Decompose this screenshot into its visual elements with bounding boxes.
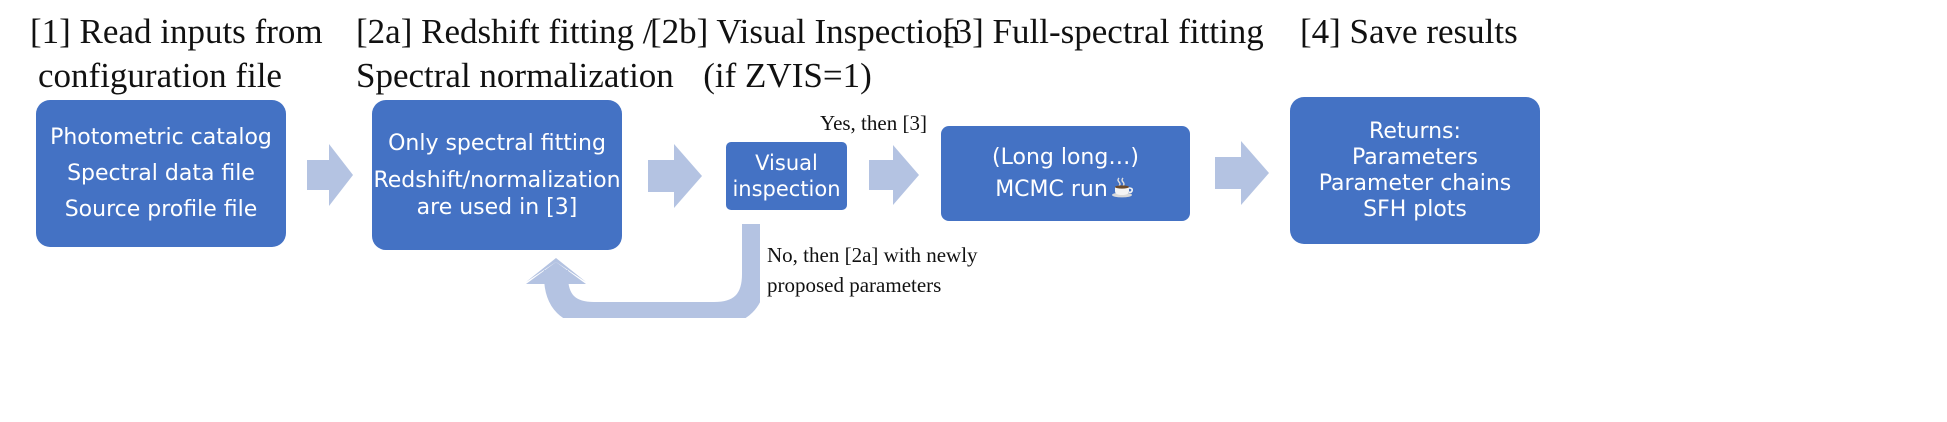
arrow-1-to-2a-icon xyxy=(307,144,353,206)
step-3-box-line-2: MCMC run xyxy=(995,174,1136,206)
step-3-box-line-1: (Long long…) xyxy=(992,144,1139,170)
step-2b-box-line-2: inspection xyxy=(732,177,841,201)
step-4-box-line-2: Parameters xyxy=(1352,144,1478,170)
arrow-2b-to-3-icon xyxy=(869,145,919,205)
step-4-box: Returns: Parameters Parameter chains SFH… xyxy=(1290,97,1540,244)
step-1-box: Photometric catalog Spectral data file S… xyxy=(36,100,286,247)
mcmc-run-label: MCMC run xyxy=(995,176,1108,202)
no-note-line-2: proposed parameters xyxy=(767,273,942,297)
feedback-arrow-2b-to-2a-icon xyxy=(526,224,760,318)
step-2a-heading: [2a] Redshift fitting / Spectral normali… xyxy=(356,10,674,98)
arrow-2a-to-2b-icon xyxy=(648,144,702,208)
step-4-box-line-1: Returns: xyxy=(1369,118,1461,144)
step-2a-box: Only spectral fitting Redshift/normaliza… xyxy=(372,100,622,250)
step-1-box-line-1: Photometric catalog xyxy=(50,124,272,150)
step-3-box: (Long long…) MCMC run xyxy=(941,126,1190,221)
no-note: No, then [2a] with newly proposed parame… xyxy=(767,240,978,300)
step-2a-box-line-3: are used in [3] xyxy=(416,194,578,220)
step-2a-box-line-1: Only spectral fitting xyxy=(388,130,606,156)
step-1-box-line-2: Spectral data file xyxy=(67,160,255,186)
coffee-cup-icon xyxy=(1111,177,1133,197)
step-1-heading-line-2: configuration file xyxy=(38,56,282,95)
yes-note-text: Yes, then [3] xyxy=(820,111,927,135)
arrow-3-to-4-icon xyxy=(1215,141,1269,205)
step-4-heading-line-1: [4] Save results xyxy=(1300,12,1518,51)
yes-note: Yes, then [3] xyxy=(820,108,927,138)
step-2a-box-line-2: Redshift/normalization xyxy=(373,167,621,193)
no-note-line-1: No, then [2a] with newly xyxy=(767,243,978,267)
step-1-heading-line-1: [1] Read inputs from xyxy=(30,12,323,51)
step-2b-box: Visual inspection xyxy=(726,142,847,210)
step-1-box-line-3: Source profile file xyxy=(64,196,258,222)
step-2a-heading-line-1: [2a] Redshift fitting / xyxy=(356,12,653,51)
step-3-heading: [3] Full-spectral fitting xyxy=(943,10,1264,54)
step-2b-heading-line-1: [2b] Visual Inspection xyxy=(650,12,961,51)
step-2b-box-line-1: Visual xyxy=(755,151,818,175)
step-4-box-line-3: Parameter chains xyxy=(1318,170,1512,196)
step-4-heading: [4] Save results xyxy=(1300,10,1518,54)
step-3-heading-line-1: [3] Full-spectral fitting xyxy=(943,12,1264,51)
step-2b-heading: [2b] Visual Inspection (if ZVIS=1) xyxy=(650,10,961,98)
step-2b-heading-line-2: (if ZVIS=1) xyxy=(703,56,872,95)
step-1-heading: [1] Read inputs from configuration file xyxy=(30,10,323,98)
step-4-box-line-4: SFH plots xyxy=(1363,196,1467,222)
step-2a-heading-line-2: Spectral normalization xyxy=(356,56,674,95)
